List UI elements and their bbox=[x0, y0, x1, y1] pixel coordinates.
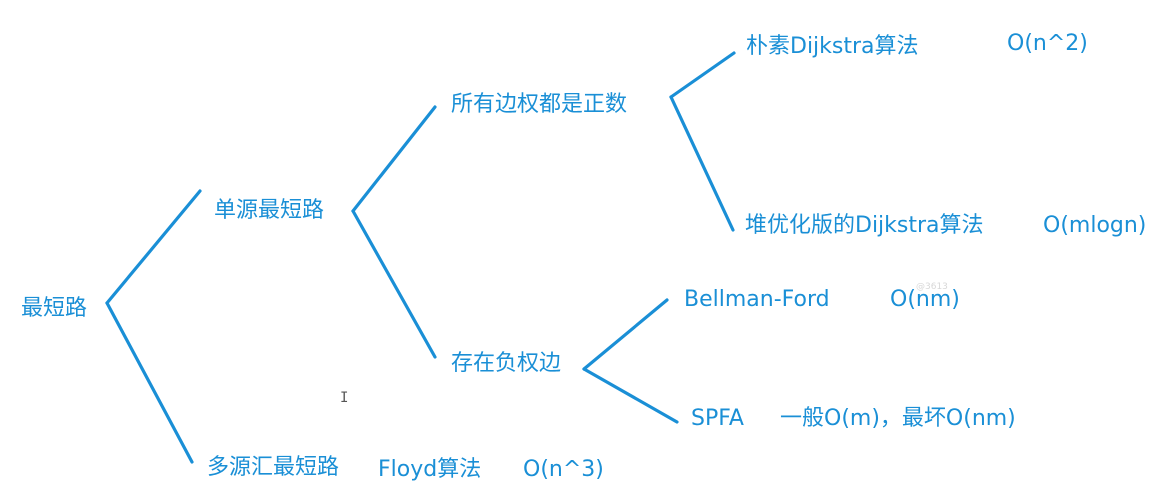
edge-has-negative-to-bellman-ford bbox=[582, 298, 669, 371]
edge-root-to-multi-source bbox=[105, 301, 194, 464]
node-root: 最短路 bbox=[21, 296, 88, 321]
edge-root-to-single-source bbox=[105, 189, 202, 305]
text-cursor-icon: I bbox=[340, 390, 349, 406]
node-all-positive: 所有边权都是正数 bbox=[451, 92, 628, 117]
node-naive-dijkstra: 朴素Dijkstra算法 bbox=[746, 34, 919, 59]
node-bellman-ford: Bellman-Ford bbox=[684, 287, 830, 312]
edge-single-source-to-all-positive bbox=[351, 105, 437, 213]
node-has-negative: 存在负权边 bbox=[451, 351, 562, 376]
edge-single-source-to-has-negative bbox=[351, 209, 437, 359]
edge-all-positive-to-naive-dijkstra bbox=[669, 51, 736, 99]
node-multi-source: 多源汇最短路 bbox=[207, 455, 340, 480]
complexity-naive-dijkstra: O(n^2) bbox=[1007, 31, 1088, 56]
complexity-heap-dijkstra: O(mlogn) bbox=[1043, 213, 1147, 238]
edge-all-positive-to-heap-dijkstra bbox=[669, 95, 735, 232]
node-single-source: 单源最短路 bbox=[214, 198, 325, 223]
complexity-floyd: O(n^3) bbox=[523, 457, 604, 482]
watermark: @3613 bbox=[916, 282, 948, 292]
node-heap-dijkstra: 堆优化版的Dijkstra算法 bbox=[745, 213, 984, 238]
node-floyd: Floyd算法 bbox=[378, 457, 482, 482]
complexity-spfa: 一般O(m)，最坏O(nm) bbox=[780, 406, 1016, 431]
node-spfa: SPFA bbox=[691, 406, 744, 431]
edge-has-negative-to-spfa bbox=[582, 367, 679, 424]
complexity-bellman-ford: O(nm) bbox=[890, 287, 960, 312]
